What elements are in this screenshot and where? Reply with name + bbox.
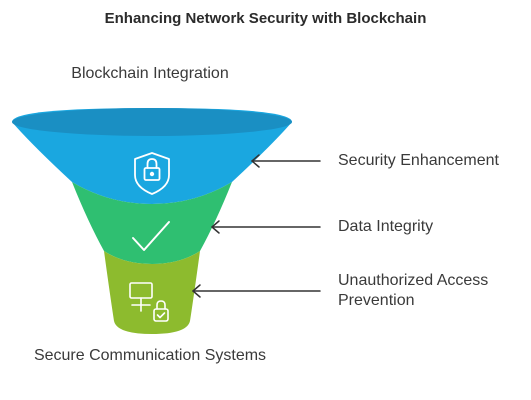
stage-label-security-enhancement: Security Enhancement <box>338 152 499 169</box>
arrow-unauthorized-access-prevention <box>192 284 321 298</box>
arrow-data-integrity <box>211 220 321 234</box>
stage-label-data-integrity: Data Integrity <box>338 218 434 235</box>
funnel-top-label: Blockchain Integration <box>71 65 229 82</box>
funnel-stage-unauthorized-access-prevention <box>104 251 200 334</box>
funnel-stage-security-enhancement <box>12 108 292 204</box>
secure-computer-icon <box>129 282 169 322</box>
diagram-title: Enhancing Network Security with Blockcha… <box>104 10 427 27</box>
funnel-bottom-label: Secure Communication Systems <box>33 347 267 364</box>
arrow-security-enhancement <box>251 154 321 168</box>
checkmark-icon <box>132 221 170 251</box>
funnel-stage-data-integrity <box>72 182 232 264</box>
stage-label-unauthorized-access-prevention: Unauthorized Access Prevention <box>338 272 489 309</box>
shield-lock-icon <box>134 152 170 195</box>
